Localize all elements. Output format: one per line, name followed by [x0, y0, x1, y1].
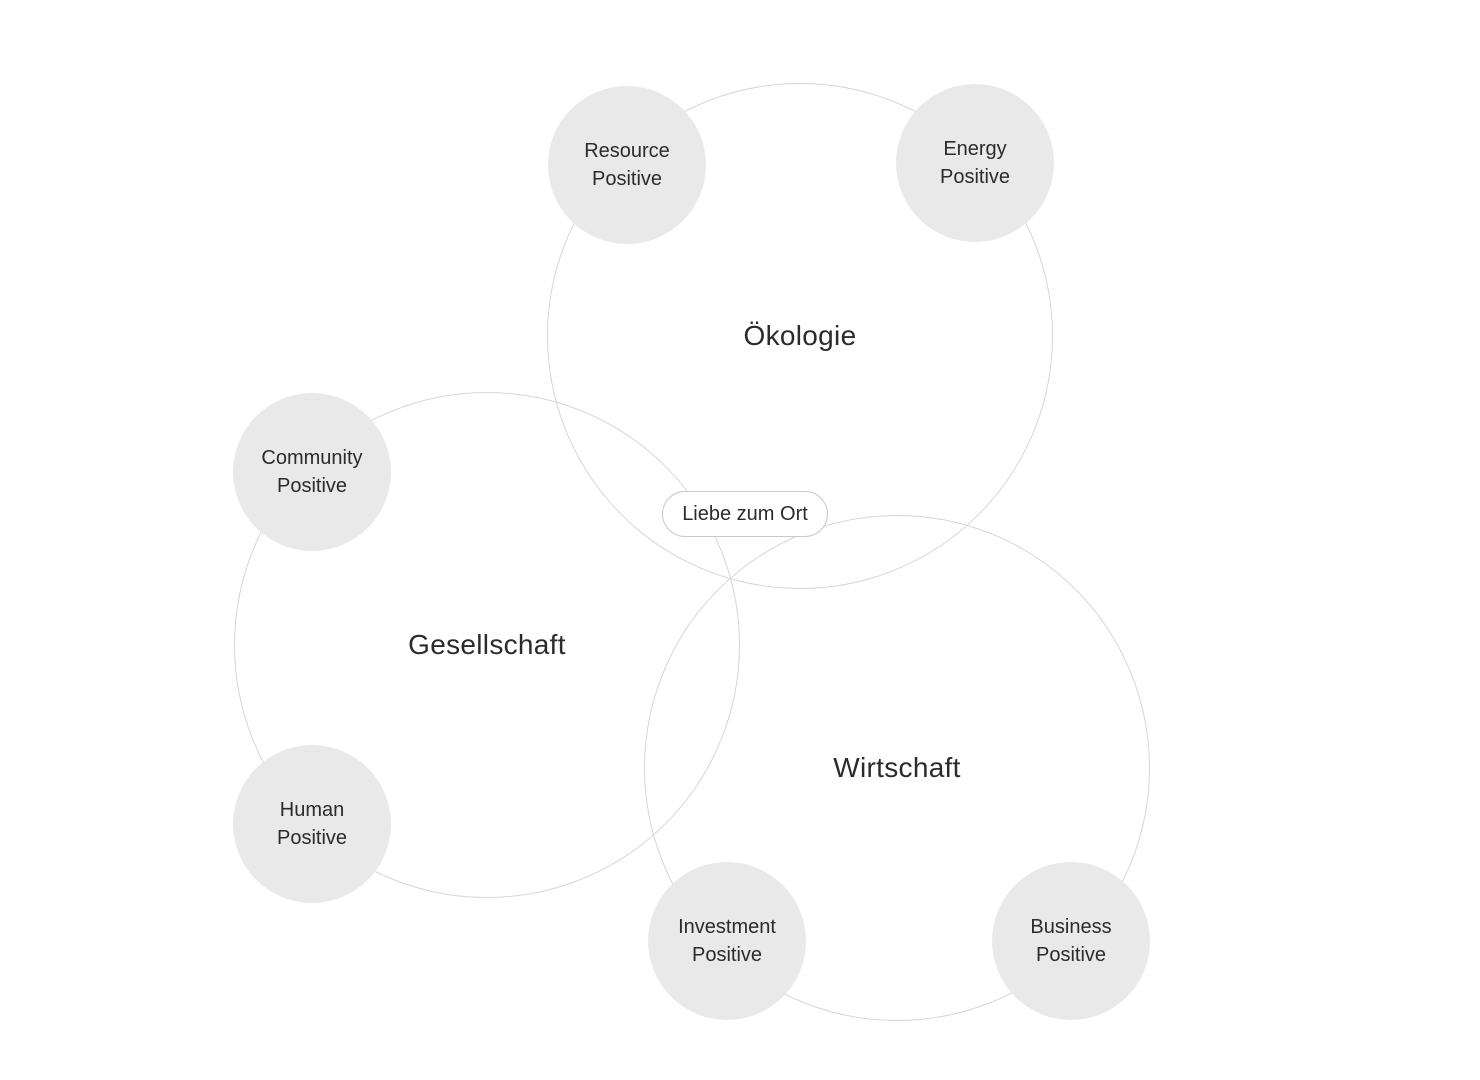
ring-label-oekologie: Ökologie	[743, 320, 857, 351]
ring-label-wirtschaft: Wirtschaft	[833, 752, 961, 783]
ring-wirtschaft: Wirtschaft	[644, 515, 1150, 1021]
center-badge-label: Liebe zum Ort	[682, 502, 808, 525]
satellite-label-investment-positive: Investment Positive	[678, 916, 776, 966]
satellite-label-human-positive: Human Positive	[276, 799, 348, 849]
satellite-label-energy-positive: Energy Positive	[939, 138, 1011, 188]
ring-label-gesellschaft: Gesellschaft	[408, 629, 566, 660]
satellite-resource-positive: Resource Positive	[548, 86, 706, 244]
satellite-investment-positive: Investment Positive	[648, 862, 806, 1020]
center-badge: Liebe zum Ort	[662, 491, 828, 537]
satellite-label-community-positive: Community Positive	[261, 447, 363, 497]
satellite-label-resource-positive: Resource Positive	[584, 140, 670, 190]
satellite-community-positive: Community Positive	[233, 393, 391, 551]
satellite-energy-positive: Energy Positive	[896, 84, 1054, 242]
satellite-label-business-positive: Business Positive	[1030, 916, 1112, 966]
ring-gesellschaft: Gesellschaft	[234, 392, 740, 898]
satellite-business-positive: Business Positive	[992, 862, 1150, 1020]
satellite-human-positive: Human Positive	[233, 745, 391, 903]
